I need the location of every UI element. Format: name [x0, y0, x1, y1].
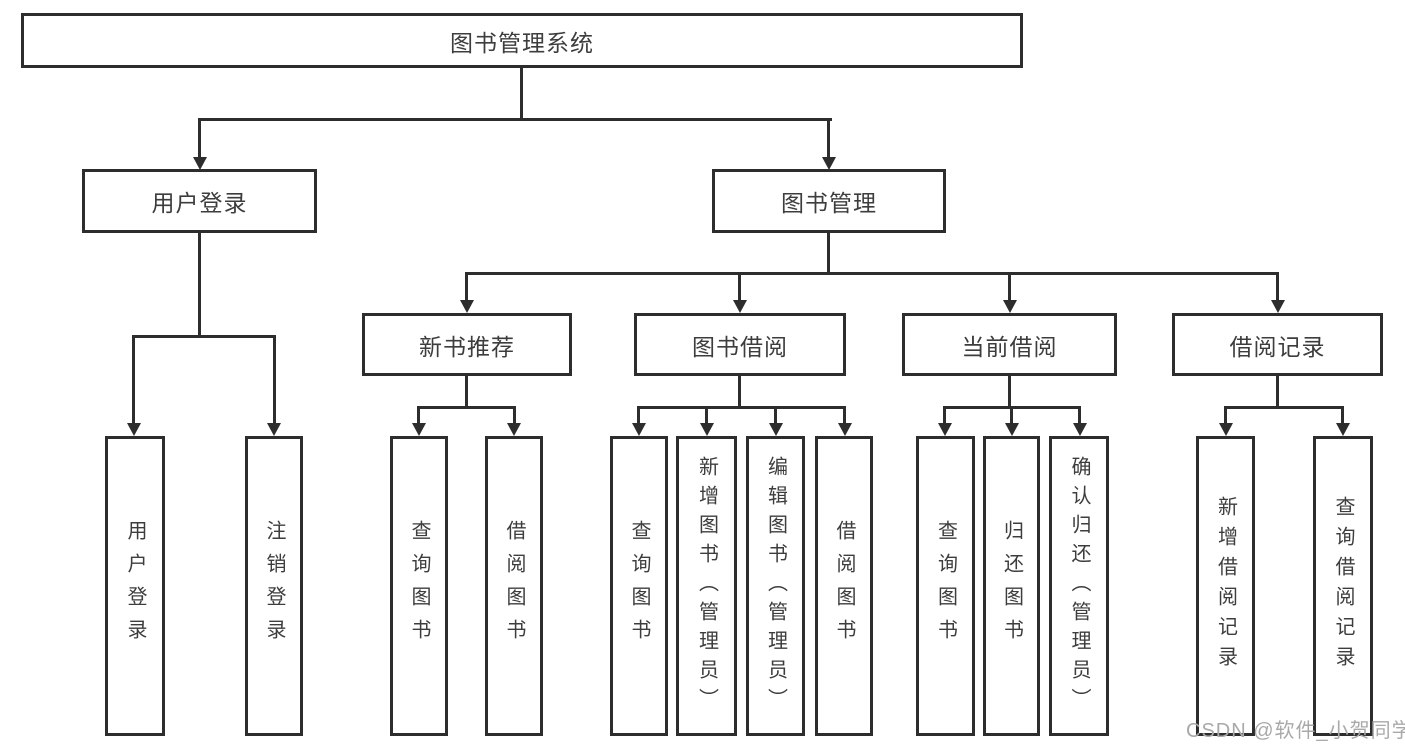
- leaf-edit-books-admin-label: 编辑图书（管理员）: [764, 455, 787, 717]
- connector-borrowing-child1: [637, 406, 640, 424]
- leaf-query-books-current-label: 查询图书: [934, 520, 957, 652]
- connector-borrowing-child4: [843, 406, 846, 424]
- arrow-down-icon: [412, 423, 426, 436]
- connector-recommend-bar: [417, 406, 516, 409]
- connector-borrowing-drop: [738, 376, 741, 406]
- leaf-user-login-label: 用户登录: [124, 520, 146, 652]
- arrow-down-icon: [700, 423, 714, 436]
- connector-to-book-management: [827, 118, 830, 158]
- connector-to-user-login: [198, 118, 201, 158]
- arrow-down-icon: [769, 423, 783, 436]
- arrow-down-icon: [838, 423, 852, 436]
- arrow-down-icon: [1073, 423, 1087, 436]
- arrow-down-icon: [267, 423, 281, 436]
- connector-borrowing-child3: [774, 406, 777, 424]
- leaf-query-books-recommend-label: 查询图书: [408, 520, 430, 652]
- connector-to-leaf-user-login: [132, 335, 135, 424]
- connector-user-login-bar: [132, 335, 276, 338]
- node-borrowing-records: 借阅记录: [1172, 313, 1383, 376]
- arrow-down-icon: [733, 300, 747, 313]
- node-current-borrowing: 当前借阅: [902, 313, 1117, 376]
- connector-current-drop: [1008, 376, 1011, 406]
- leaf-query-borrow-record-label: 查询借阅记录: [1332, 496, 1354, 676]
- connector-to-new-book-recommendation: [465, 272, 468, 301]
- connector-records-drop: [1276, 376, 1279, 406]
- arrow-down-icon: [1219, 423, 1233, 436]
- leaf-query-books-borrowing: 查询图书: [610, 436, 668, 736]
- leaf-return-books: 归还图书: [983, 436, 1040, 736]
- connector-to-leaf-logout: [273, 335, 276, 424]
- arrow-down-icon: [193, 157, 207, 170]
- leaf-edit-books-admin: 编辑图书（管理员）: [746, 436, 805, 736]
- leaf-add-borrow-record-label: 新增借阅记录: [1214, 496, 1237, 676]
- connector-to-book-borrowing: [738, 272, 741, 301]
- node-new-book-recommendation: 新书推荐: [362, 313, 572, 376]
- node-library-management-system: 图书管理系统: [21, 13, 1023, 68]
- connector-records-bar: [1224, 406, 1344, 409]
- leaf-logout-label: 注销登录: [263, 520, 285, 652]
- arrow-down-icon: [507, 423, 521, 436]
- leaf-query-books-recommend: 查询图书: [390, 436, 448, 736]
- node-user-login: 用户登录: [82, 169, 317, 233]
- node-book-borrowing: 图书借阅: [634, 313, 846, 376]
- connector-root-drop: [520, 68, 523, 118]
- arrow-down-icon: [1005, 423, 1019, 436]
- connector-level1-bar: [199, 118, 832, 121]
- connector-recommend-child1: [417, 406, 420, 424]
- leaf-user-login: 用户登录: [105, 436, 165, 736]
- leaf-query-borrow-record: 查询借阅记录: [1313, 436, 1373, 736]
- connector-current-child2: [1010, 406, 1013, 424]
- arrow-down-icon: [822, 157, 836, 170]
- connector-recommend-child2: [513, 406, 516, 424]
- node-book-management: 图书管理: [712, 169, 946, 233]
- leaf-add-books-admin: 新增图书（管理员）: [676, 436, 737, 736]
- leaf-borrow-books-recommend-label: 借阅图书: [503, 520, 525, 652]
- connector-recommend-drop: [465, 376, 468, 406]
- connector-current-child1: [943, 406, 946, 424]
- connector-book-management-drop: [827, 233, 830, 272]
- connector-user-login-drop: [198, 233, 201, 335]
- arrow-down-icon: [1003, 300, 1017, 313]
- arrow-down-icon: [1271, 300, 1285, 313]
- leaf-query-books-current: 查询图书: [916, 436, 975, 736]
- arrow-down-icon: [460, 300, 474, 313]
- leaf-confirm-return-admin-label: 确认归还（管理员）: [1068, 455, 1090, 717]
- leaf-logout: 注销登录: [245, 436, 303, 736]
- leaf-query-books-borrowing-label: 查询图书: [628, 520, 650, 652]
- arrow-down-icon: [127, 423, 141, 436]
- leaf-confirm-return-admin: 确认归还（管理员）: [1049, 436, 1109, 736]
- arrow-down-icon: [938, 423, 952, 436]
- connector-level2-bar: [465, 272, 1279, 275]
- leaf-add-borrow-record: 新增借阅记录: [1196, 436, 1255, 736]
- connector-borrowing-child2: [705, 406, 708, 424]
- leaf-borrow-books-recommend: 借阅图书: [485, 436, 543, 736]
- connector-to-borrowing-records: [1276, 272, 1279, 301]
- connector-records-child1: [1224, 406, 1227, 424]
- leaf-borrow-books: 借阅图书: [815, 436, 873, 736]
- connector-to-current-borrowing: [1008, 272, 1011, 301]
- leaf-add-books-admin-label: 新增图书（管理员）: [695, 455, 718, 717]
- arrow-down-icon: [632, 423, 646, 436]
- watermark: CSDN @软件_小贺同学: [1186, 720, 1405, 742]
- connector-records-child2: [1341, 406, 1344, 424]
- arrow-down-icon: [1336, 423, 1350, 436]
- leaf-borrow-books-label: 借阅图书: [833, 520, 855, 652]
- connector-current-child3: [1078, 406, 1081, 424]
- leaf-return-books-label: 归还图书: [1000, 520, 1023, 652]
- connector-borrowing-bar: [637, 406, 846, 409]
